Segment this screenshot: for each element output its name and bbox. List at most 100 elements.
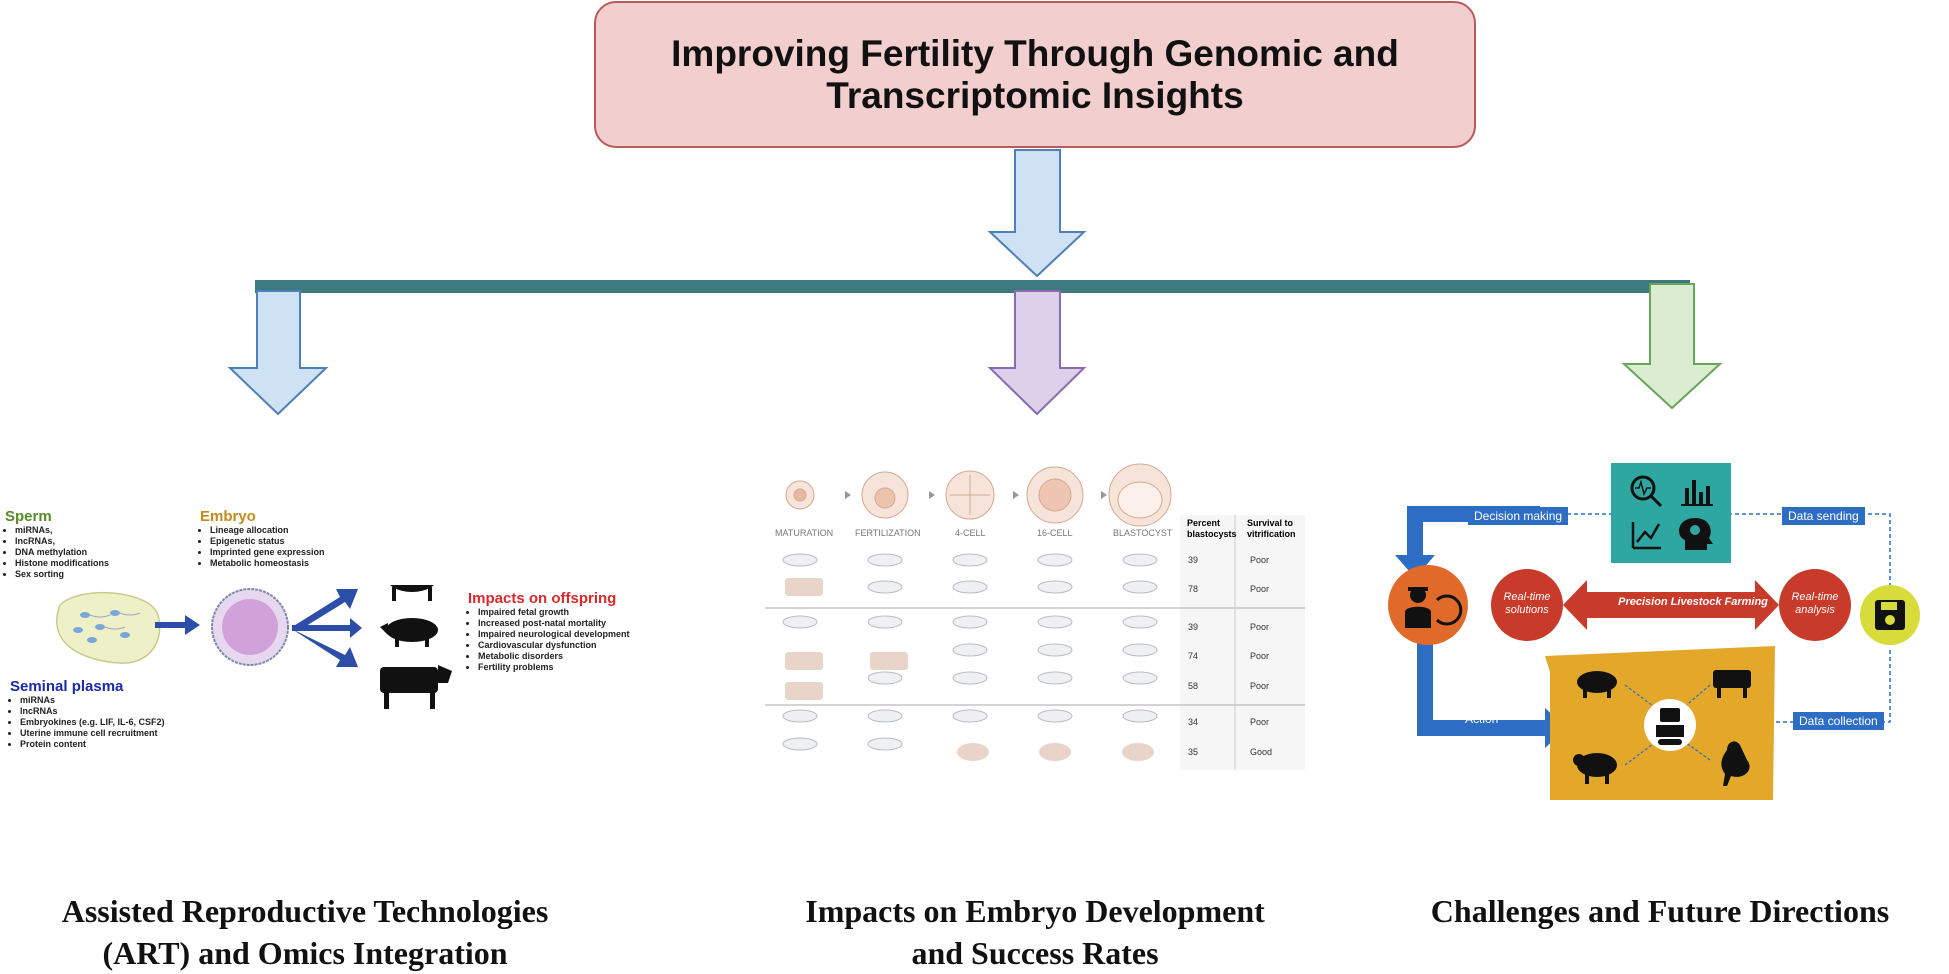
sheep-icon (390, 585, 434, 601)
arrow-down-top (987, 149, 1087, 278)
list-item: Histone modifications (15, 558, 165, 569)
table-cell-percent: 34 (1188, 717, 1199, 727)
list-item: Embryokines (e.g. LIF, IL-6, CSF2) (20, 717, 230, 728)
culture-dish-icon (1122, 709, 1158, 723)
fan-arrows-icon (292, 589, 362, 667)
culture-dish-icon (952, 615, 988, 629)
branch-bar (255, 280, 1690, 293)
culture-dish-icon (1037, 580, 1073, 594)
culture-dish-icon (1122, 671, 1158, 685)
action-label: Action (1465, 712, 1499, 726)
culture-dish-icon (1037, 671, 1073, 685)
cow-silhouette-icon (870, 652, 908, 670)
culture-dish-icon (1037, 709, 1073, 723)
floppy-disk-icon (1875, 600, 1905, 630)
caption-art-omics: Assisted Reproductive Technologies (ART)… (61, 893, 549, 971)
culture-dish-icon (952, 553, 988, 567)
table-cell-survival: Poor (1250, 651, 1270, 661)
sperm-list: miRNAs, lncRNAs, DNA methylation Histone… (5, 525, 165, 580)
offspring-section: Impacts on offspring Impaired fetal grow… (468, 590, 668, 673)
arrow-down-right (1621, 283, 1723, 410)
table-cell-percent: 58 (1188, 681, 1199, 691)
sperm-section: Sperm miRNAs, lncRNAs, DNA methylation H… (5, 508, 165, 580)
culture-dish-icon (952, 671, 988, 685)
caption-challenges: Challenges and Future Directions (1430, 893, 1890, 929)
seminal-title: Seminal plasma (10, 678, 124, 695)
realtime-analysis-label: Real-time analysis (1791, 591, 1839, 616)
analytics-box (1611, 463, 1731, 563)
list-item: Increased post-natal mortality (478, 618, 668, 629)
culture-dish-icon (782, 709, 818, 723)
rooster-icon (1721, 741, 1750, 786)
sheep-icon (1573, 753, 1617, 784)
farmer-icon (1405, 587, 1463, 628)
plf-double-arrow (1563, 580, 1779, 630)
realtime-analysis-node (1779, 569, 1851, 641)
embryo-list: Lineage allocation Epigenetic status Imp… (200, 525, 380, 569)
cow-icon (1713, 670, 1751, 698)
table-cell-survival: Poor (1250, 555, 1270, 565)
culture-dish-grid (782, 553, 1158, 751)
plf-label: Precision Livestock Farming (1618, 596, 1768, 608)
magnifier-icon (1630, 475, 1663, 508)
culture-dish-icon (782, 737, 818, 751)
sperm-title: Sperm (5, 508, 52, 525)
table-cell-survival: Poor (1250, 622, 1270, 632)
table-cell-percent: 74 (1188, 651, 1199, 661)
cow-silhouette-icon (785, 652, 823, 670)
stage-label: BLASTOCYST (1113, 528, 1173, 538)
caption-embryo-development: Impacts on Embryo Development and Succes… (805, 893, 1265, 971)
stage-label: 4-CELL (955, 528, 986, 538)
plf-cycle-diagram (1388, 463, 1920, 800)
culture-dish-icon (1122, 580, 1158, 594)
diagram-title: Improving Fertility Through Genomic and … (671, 32, 1399, 116)
seminal-section: Seminal plasma miRNAs lncRNAs Embryokine… (10, 678, 230, 750)
list-item: Lineage allocation (210, 525, 380, 536)
cow-silhouette-icon (785, 578, 823, 596)
arrow-down-middle (987, 290, 1087, 416)
col-header-survival: Survival to vitrification (1247, 518, 1296, 539)
sheep-silhouette-icon (957, 743, 989, 761)
list-item: Cardiovascular dysfunction (478, 640, 668, 651)
list-item: Protein content (20, 739, 230, 750)
list-item: Epigenetic status (210, 536, 380, 547)
stage-label: 16-CELL (1037, 528, 1073, 538)
cow-silhouette-icon (785, 682, 823, 700)
culture-dish-icon (952, 709, 988, 723)
culture-dish-icon (867, 580, 903, 594)
pig-icon (380, 618, 438, 647)
culture-dish-icon (867, 615, 903, 629)
connector-diagram (227, 149, 1723, 416)
cow-icon (380, 665, 452, 709)
list-item: Metabolic disorders (478, 651, 668, 662)
realtime-solutions-label: Real-time solutions (1503, 591, 1551, 616)
head-gear-icon (1679, 518, 1713, 550)
table-cell-percent: 39 (1188, 622, 1199, 632)
list-item: Imprinted gene expression (210, 547, 380, 558)
embryo-stage-illustration (765, 463, 1305, 770)
arrow-down-left (227, 290, 329, 416)
farmer-cycle-node (1388, 565, 1468, 645)
offspring-list: Impaired fetal growth Increased post-nat… (468, 607, 668, 673)
list-item: Uterine immune cell recruitment (20, 728, 230, 739)
line-chart-icon (1631, 522, 1661, 550)
sheep-silhouette-icon (1122, 743, 1154, 761)
bar-chart-icon (1681, 480, 1713, 506)
list-item: miRNAs (20, 695, 230, 706)
data-collection-label: Data collection (1793, 712, 1884, 730)
list-item: Impaired fetal growth (478, 607, 668, 618)
list-item: Fertility problems (478, 662, 668, 673)
list-item: Impaired neurological development (478, 629, 668, 640)
col-header-percent: Percent blastocysts (1187, 518, 1237, 539)
table-cell-survival: Poor (1250, 717, 1270, 727)
sheep-silhouette-icon (1039, 743, 1071, 761)
culture-dish-icon (867, 737, 903, 751)
art-illustration (56, 585, 452, 709)
culture-dish-icon (952, 580, 988, 594)
arrow-right-icon (155, 615, 200, 635)
table-cell-percent: 39 (1188, 555, 1199, 565)
data-sending-label: Data sending (1782, 507, 1865, 525)
culture-dish-icon (782, 553, 818, 567)
culture-dish-icon (867, 671, 903, 685)
robot-icon (1656, 708, 1684, 745)
